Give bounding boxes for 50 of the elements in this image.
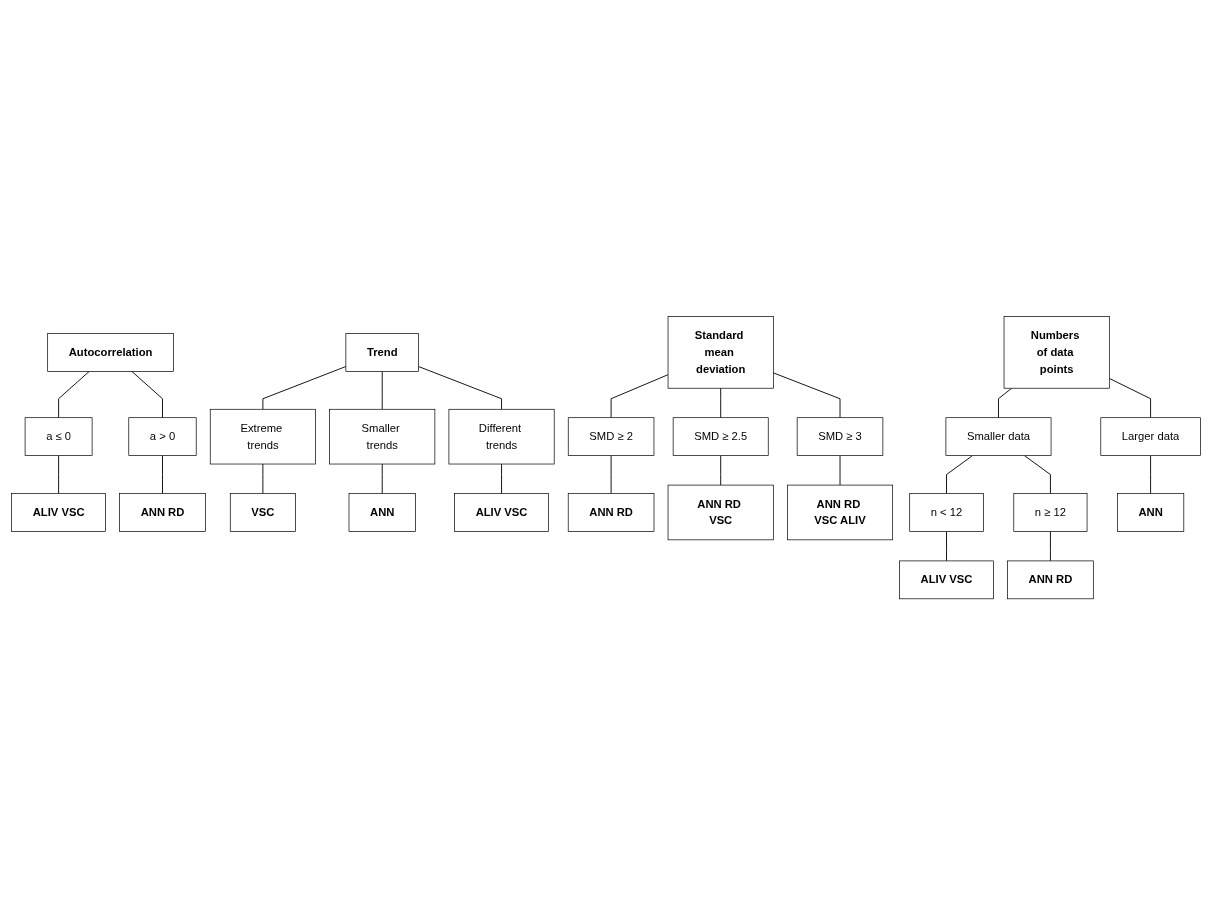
connector [1150,454,1152,494]
node-box: Autocorrelation [47,332,174,372]
node-box: Extreme trends [209,408,316,465]
node-box: a > 0 [128,417,197,456]
connector [720,387,722,418]
connector [381,463,383,494]
node-box: ANN RD [119,492,206,532]
connector [58,454,60,494]
node-box: SMD ≥ 2 [567,417,655,456]
connector [1108,377,1152,418]
node-box: a ≤ 0 [24,417,93,456]
connector [610,374,669,418]
connector [839,454,841,486]
node-box: n < 12 [909,492,984,532]
node-box: Larger data [1100,417,1201,456]
node-box: ANN [1117,492,1185,532]
node-box: VSC [229,492,296,532]
node-box: Trend [345,332,419,372]
node-box: ALIV VSC [11,492,106,532]
connector [772,372,841,418]
connector [1049,530,1051,562]
node-box: n ≥ 12 [1013,492,1088,532]
node-box: ANN RD VSC [667,484,774,540]
connector [501,463,502,494]
node-box: ANN RD [567,492,655,532]
node-box: Numbers of data points [1003,316,1110,389]
connector [162,454,163,494]
connector [610,454,612,494]
node-box: Standard mean deviation [667,316,774,389]
node-box: Different trends [448,408,555,465]
connector [58,370,90,418]
node-box: ALIV VSC [899,560,994,599]
node-box: ANN [348,492,416,532]
node-box: Smaller data [945,417,1052,456]
node-box: ANN RD [1007,560,1094,599]
connector [946,530,947,562]
node-box: ANN RD VSC ALIV [787,484,893,540]
node-box: SMD ≥ 2.5 [672,417,769,456]
connector [720,454,722,486]
node-box: SMD ≥ 3 [796,417,884,456]
connector [262,365,347,410]
connector [381,370,383,410]
connector [262,463,264,494]
connector [946,454,973,494]
connector [131,370,163,418]
connector [418,365,502,410]
connector [1024,454,1051,494]
node-box: ALIV VSC [454,492,549,532]
connector [998,387,1013,418]
node-box: Smaller trends [329,408,436,465]
